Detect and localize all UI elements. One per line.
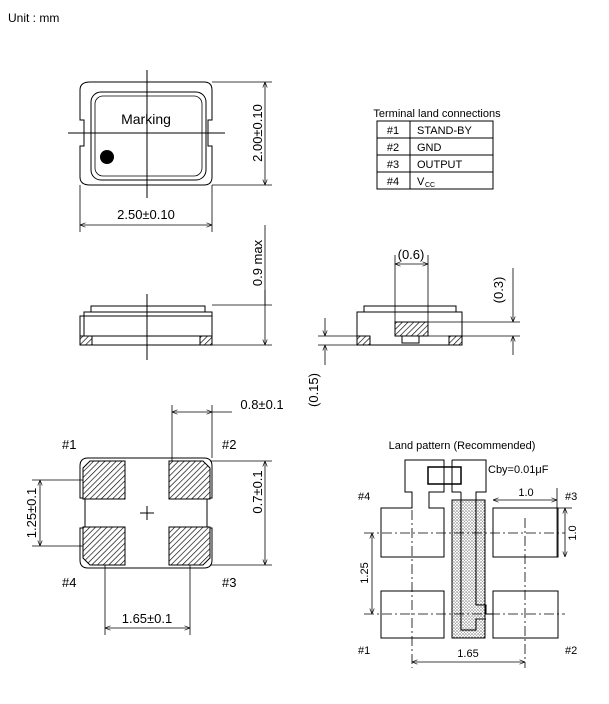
bottom-view: #1 #2 #3 #4 0.8±0.1 0.7±0.1 1.25±0.1 1.6… [24, 397, 284, 635]
capacitor-label: Cby=0.01μF [488, 464, 549, 476]
bypass-capacitor [427, 466, 462, 485]
pad-height-dimension: 0.7±0.1 [250, 470, 265, 513]
pin-number: #4 [387, 176, 399, 188]
land-pitch-x-dimension: 1.65 [457, 648, 478, 660]
land-pin-label-3: #3 [565, 491, 577, 503]
height-max-dimension: 0.9 max [250, 239, 265, 286]
pitch-y-dimension: 1.25±0.1 [24, 488, 39, 539]
pin-label-2: #2 [222, 437, 236, 452]
pin-label-3: #3 [222, 575, 236, 590]
package-outline [79, 81, 213, 186]
pin-function-subscript: CC [425, 182, 435, 189]
pin-label-1: #1 [62, 437, 76, 452]
marking-label: Marking [121, 111, 171, 127]
land-pin-label-2: #2 [565, 645, 577, 657]
table-row: #2 GND [387, 142, 442, 154]
pad-width-dimension: (0.6) [398, 247, 425, 262]
land-pattern-title: Land pattern (Recommended) [389, 440, 536, 452]
pin-function: OUTPUT [417, 159, 463, 171]
pin-number: #1 [387, 125, 399, 137]
side-view-section: (0.6) (0.3) (0.15) [306, 247, 520, 407]
pin-label-4: #4 [62, 575, 76, 590]
table-row: #1 STAND-BY [387, 125, 473, 137]
land-pad-width-dimension: 1.0 [518, 487, 533, 499]
pad-height-dimension: (0.3) [491, 277, 506, 304]
land-pattern: Land pattern (Recommended) Cby=0.01μF #4… [358, 440, 579, 668]
top-view: Marking 2.00±0.10 2.50±0.10 [68, 70, 272, 232]
pin1-indicator-dot [100, 150, 114, 164]
pin-function: GND [417, 142, 442, 154]
table-row: #3 OUTPUT [387, 159, 463, 171]
land-pin-label-1: #1 [358, 645, 370, 657]
pin-number: #2 [387, 142, 399, 154]
land-pitch-y-dimension: 1.25 [359, 562, 371, 583]
pad-width-dimension: 0.8±0.1 [240, 397, 283, 412]
table-title: Terminal land connections [373, 108, 501, 120]
standoff-dimension: (0.15) [306, 373, 321, 407]
side-view: 0.9 max [79, 225, 272, 360]
pitch-x-dimension: 1.65±0.1 [122, 611, 173, 626]
table-row: #4 V CC [387, 176, 435, 189]
pin-function: STAND-BY [417, 125, 472, 137]
land-pin-label-4: #4 [358, 491, 370, 503]
lid-outline [90, 91, 207, 181]
pin-function: V [417, 176, 425, 188]
height-dimension: 2.00±0.10 [250, 104, 265, 162]
unit-label: Unit : mm [8, 11, 59, 25]
width-dimension: 2.50±0.10 [117, 207, 175, 222]
terminal-table: Terminal land connections #1 STAND-BY #2… [373, 108, 501, 190]
land-pad-height-dimension: 1.0 [567, 525, 579, 540]
pin-number: #3 [387, 159, 399, 171]
